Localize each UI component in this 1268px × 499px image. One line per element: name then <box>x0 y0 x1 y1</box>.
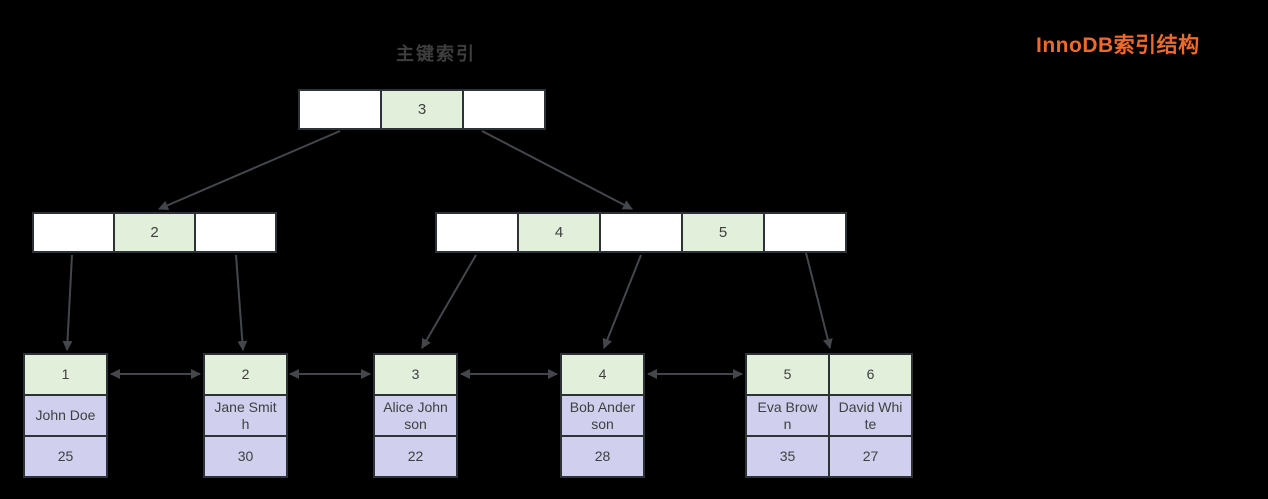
edge-internal-left-to-leaf-2 <box>235 254 248 351</box>
record-name: Jane Smith <box>205 396 286 437</box>
record-age: 22 <box>375 437 456 476</box>
edge-internal-right-to-leaf-5 <box>805 252 833 349</box>
record-name: Eva Brown <box>747 396 828 437</box>
internal-right-pointer-cell-3 <box>765 214 845 251</box>
internal-left-key-cell: 2 <box>115 214 196 251</box>
record-key: 5 <box>747 355 828 396</box>
record-column-2: 2 Jane Smith 30 <box>205 355 286 476</box>
record-name: John Doe <box>25 396 106 437</box>
record-column-3: 3 Alice Johnson 22 <box>375 355 456 476</box>
record-age: 25 <box>25 437 106 476</box>
record-age: 30 <box>205 437 286 476</box>
internal-right-pointer-cell-1 <box>437 214 519 251</box>
internal-right-key-cell-5: 5 <box>683 214 765 251</box>
record-key: 4 <box>562 355 643 396</box>
edge-internal-left-to-leaf-1 <box>62 254 73 351</box>
record-column-5: 5 Eva Brown 35 <box>747 355 830 476</box>
page-title: InnoDB索引结构 <box>1036 34 1200 57</box>
root-pointer-cell-right <box>464 91 544 128</box>
record-name: Bob Anderson <box>562 396 643 437</box>
record-key: 1 <box>25 355 106 396</box>
edge-root-to-right-internal <box>481 130 633 210</box>
leaf-node-1: 1 John Doe 25 <box>23 353 108 478</box>
internal-left-pointer-cell-2 <box>196 214 275 251</box>
diagram-title: 主键索引 <box>396 44 476 64</box>
root-pointer-cell-left <box>300 91 382 128</box>
root-node: 3 <box>298 89 546 130</box>
record-age: 35 <box>747 437 828 476</box>
edge-root-to-left-internal <box>158 130 341 211</box>
record-column-1: 1 John Doe 25 <box>25 355 106 476</box>
root-key-cell: 3 <box>382 91 464 128</box>
internal-left-pointer-cell-1 <box>34 214 115 251</box>
leaf-node-2: 2 Jane Smith 30 <box>203 353 288 478</box>
record-column-4: 4 Bob Anderson 28 <box>562 355 643 476</box>
edge-internal-right-to-leaf-4 <box>602 254 642 349</box>
record-key: 3 <box>375 355 456 396</box>
record-name: Alice Johnson <box>375 396 456 437</box>
record-column-6: 6 David White 27 <box>830 355 911 476</box>
record-age: 28 <box>562 437 643 476</box>
internal-node-right: 4 5 <box>435 212 847 253</box>
internal-node-left: 2 <box>32 212 277 253</box>
leaf-node-5-6: 5 Eva Brown 35 6 David White 27 <box>745 353 913 478</box>
leaf-node-3: 3 Alice Johnson 22 <box>373 353 458 478</box>
edge-internal-right-to-leaf-3 <box>421 254 477 349</box>
internal-right-pointer-cell-2 <box>601 214 683 251</box>
record-key: 2 <box>205 355 286 396</box>
internal-right-key-cell-4: 4 <box>519 214 601 251</box>
record-key: 6 <box>830 355 911 396</box>
record-name: David White <box>830 396 911 437</box>
record-age: 27 <box>830 437 911 476</box>
leaf-node-4: 4 Bob Anderson 28 <box>560 353 645 478</box>
